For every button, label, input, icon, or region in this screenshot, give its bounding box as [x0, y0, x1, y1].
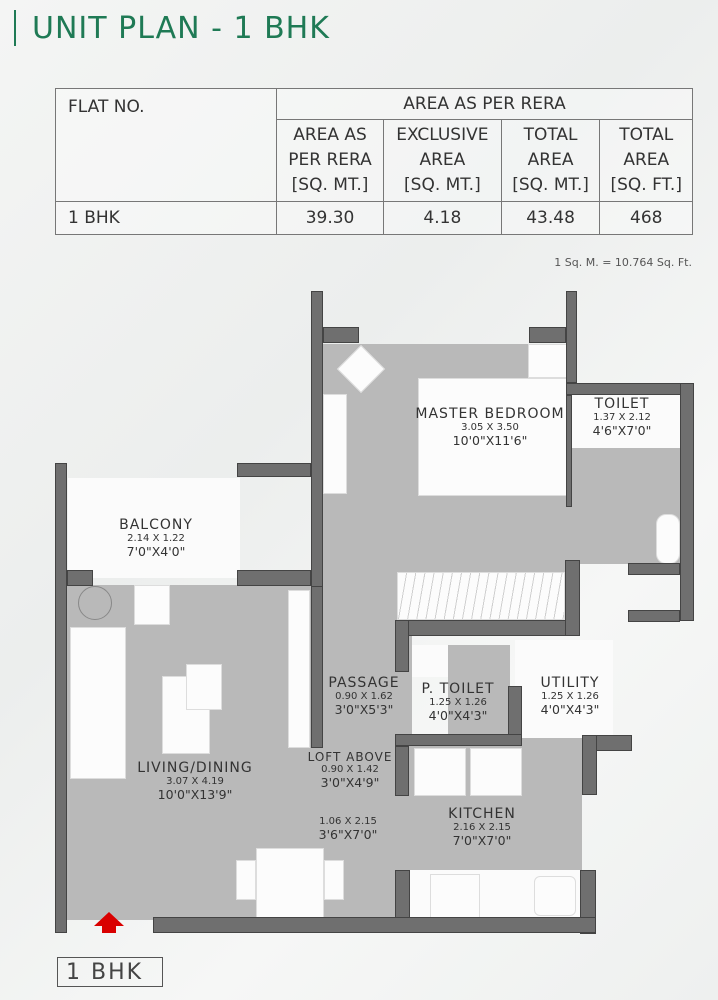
wall: [566, 291, 577, 383]
wall: [566, 383, 694, 395]
wall: [628, 610, 680, 622]
wall: [153, 917, 596, 933]
dining-chair: [236, 860, 256, 900]
wall: [566, 395, 572, 507]
wall: [565, 560, 580, 636]
value-cell: 468: [599, 201, 693, 235]
flat-cell: 1 BHK: [55, 201, 277, 235]
wall: [67, 570, 93, 586]
table-row: 1 BHK 39.30 4.18 43.48 468: [55, 201, 693, 235]
kitchen-cabinet: [470, 748, 522, 796]
balcony-floor: [68, 478, 240, 578]
wall: [395, 620, 580, 636]
room-label-dining-extension: 1.06 X 2.15 3'6"X7'0": [318, 816, 378, 842]
room-label-living-dining: LIVING/DINING 3.07 X 4.19 10'0"X13'9": [137, 760, 253, 802]
sofa: [70, 627, 126, 779]
wall: [311, 586, 323, 748]
wall: [680, 383, 694, 621]
wc: [656, 514, 680, 564]
stove-icon: [430, 874, 480, 918]
room-label-p-toilet: P. TOILET 1.25 X 1.26 4'0"X4'3": [421, 681, 495, 723]
bed: [418, 378, 568, 496]
tv-unit: [288, 590, 310, 748]
room-label-passage: PASSAGE 0.90 X 1.62 3'0"X5'3": [328, 675, 400, 717]
sink-icon: [534, 876, 576, 916]
room-label-master-bedroom: MASTER BEDROOM 3.05 X 3.50 10'0"X11'6": [415, 406, 565, 448]
value-cell: 4.18: [383, 201, 502, 235]
toilet-label-area: [568, 394, 680, 448]
utility-floor: [515, 640, 613, 738]
entry-arrow-stem: [102, 925, 116, 933]
value-cell: 39.30: [275, 201, 385, 235]
page-header: UNIT PLAN - 1 BHK: [14, 10, 330, 46]
round-table: [78, 586, 112, 620]
unit-type-tag: 1 BHK: [57, 957, 163, 987]
wall: [237, 463, 311, 477]
room-label-kitchen: KITCHEN 2.16 X 2.15 7'0"X7'0": [448, 806, 516, 848]
flat-no-header: FLAT NO.: [55, 88, 277, 202]
room-label-loft-above: LOFT ABOVE 0.90 X 1.42 3'0"X4'9": [307, 750, 393, 790]
wall: [395, 870, 410, 920]
side-table: [323, 394, 347, 494]
conversion-note: 1 Sq. M. = 10.764 Sq. Ft.: [554, 256, 692, 269]
side-chair: [134, 585, 170, 625]
wall: [628, 563, 680, 575]
wall: [311, 291, 323, 621]
kitchen-cabinet: [414, 748, 466, 796]
wall: [323, 327, 359, 343]
wall: [582, 735, 597, 795]
page-title: UNIT PLAN - 1 BHK: [32, 10, 330, 46]
room-label-utility: UTILITY 1.25 X 1.26 4'0"X4'3": [540, 675, 600, 717]
closet: [528, 344, 568, 378]
dining-table: [256, 848, 324, 918]
wardrobe: [397, 572, 565, 620]
wall: [395, 746, 409, 796]
title-accent-rule: [14, 10, 16, 46]
room-label-toilet: TOILET 1.37 X 2.12 4'6"X7'0": [592, 396, 652, 438]
wall: [508, 686, 522, 736]
wall: [237, 570, 311, 586]
dining-chair: [324, 860, 344, 900]
wall: [395, 734, 522, 746]
room-label-balcony: BALCONY 2.14 X 1.22 7'0"X4'0": [119, 517, 193, 559]
value-cell: 43.48: [500, 201, 601, 235]
wash-basin: [412, 645, 448, 677]
wall: [395, 620, 409, 672]
ptoilet-floor: [448, 645, 510, 735]
wall: [529, 327, 566, 343]
wall: [55, 463, 67, 933]
entry-arrow-icon: [94, 912, 124, 926]
ottoman: [186, 664, 222, 710]
area-group-header: AREA AS PER RERA: [276, 88, 693, 120]
